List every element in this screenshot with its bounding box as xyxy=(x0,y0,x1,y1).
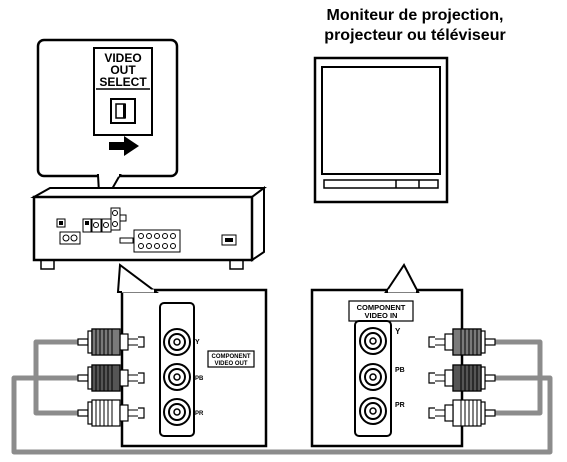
display-jack-pr xyxy=(359,397,387,425)
switch-callout: VIDEO OUT SELECT xyxy=(36,38,179,214)
display-device xyxy=(313,56,449,204)
display-jack-y xyxy=(359,327,387,355)
player-jack-pb-label: PB xyxy=(195,376,204,382)
player-jack-pr xyxy=(163,398,191,426)
display-title-line-2: projecteur ou téléviseur xyxy=(324,27,506,44)
player-jack-pb xyxy=(163,363,191,391)
switch-label-line-1: VIDEO xyxy=(104,51,141,65)
arrow-right-icon xyxy=(109,136,139,156)
player-jack-y xyxy=(163,328,191,356)
player-group-label-line-2: VIDEO OUT xyxy=(214,361,247,367)
player-jack-panel: Y PB PR COMPONENT VIDEO OUT xyxy=(116,263,268,448)
display-group-label-line-1: COMPONENT xyxy=(357,303,406,312)
video-out-select-switch[interactable] xyxy=(110,98,136,124)
display-jack-pr-label: PR xyxy=(395,402,405,409)
display-title-line-1: Moniteur de projection, xyxy=(326,7,504,24)
component-cable xyxy=(11,339,553,455)
player-jack-pr-label: PR xyxy=(195,411,204,417)
display-jack-pb xyxy=(359,363,387,391)
switch-label-line-3: SELECT xyxy=(99,75,147,89)
player-group-label-line-1: COMPONENT xyxy=(212,354,251,360)
display-jack-panel: COMPONENT VIDEO IN Y PB PR xyxy=(310,263,464,448)
player-device xyxy=(30,186,267,270)
switch-label-line-2: OUT xyxy=(110,63,136,77)
display-jack-y-label: Y xyxy=(395,327,401,336)
display-group-label-line-2: VIDEO IN xyxy=(365,311,398,320)
player-jack-y-label: Y xyxy=(195,339,200,346)
display-jack-pb-label: PB xyxy=(395,367,405,374)
